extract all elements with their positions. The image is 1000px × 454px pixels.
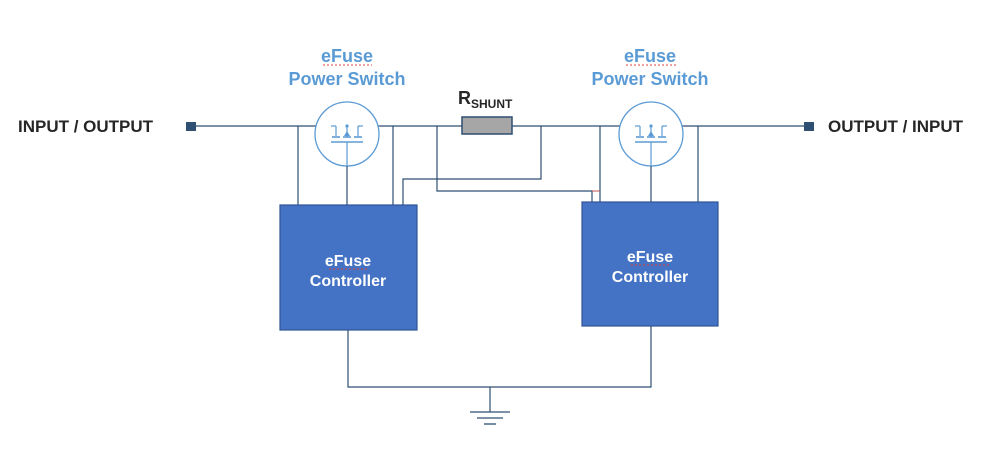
right-controller-block [581, 201, 719, 327]
shunt-resistor [461, 116, 513, 135]
left-mosfet-symbol [314, 101, 380, 167]
right-mosfet-symbol [618, 101, 684, 167]
left-switch-title-line2: Power Switch [288, 69, 405, 89]
left-controller-block [279, 204, 418, 331]
right-controller-line1: eFuse [627, 249, 673, 266]
shunt-label: RSHUNT [458, 88, 513, 111]
shunt-label-main: R [458, 88, 471, 108]
left-controller-wires [297, 126, 542, 205]
left-switch-title-line1: eFuse [321, 46, 373, 66]
ground-icon [470, 411, 510, 425]
left-controller-line1: eFuse [325, 253, 371, 270]
right-terminal [804, 122, 814, 131]
right-terminal-label: OUTPUT / INPUT [828, 117, 964, 136]
right-switch-title-line1: eFuse [624, 46, 676, 66]
right-switch-title-line2: Power Switch [591, 69, 708, 89]
ground-wires [347, 326, 652, 412]
left-terminal [186, 122, 196, 131]
right-controller-wires [436, 126, 699, 202]
right-controller-line2: Controller [612, 269, 688, 286]
left-terminal-label: INPUT / OUTPUT [18, 117, 154, 136]
shunt-label-subscript: SHUNT [471, 97, 513, 111]
left-controller-line2: Controller [310, 273, 386, 290]
